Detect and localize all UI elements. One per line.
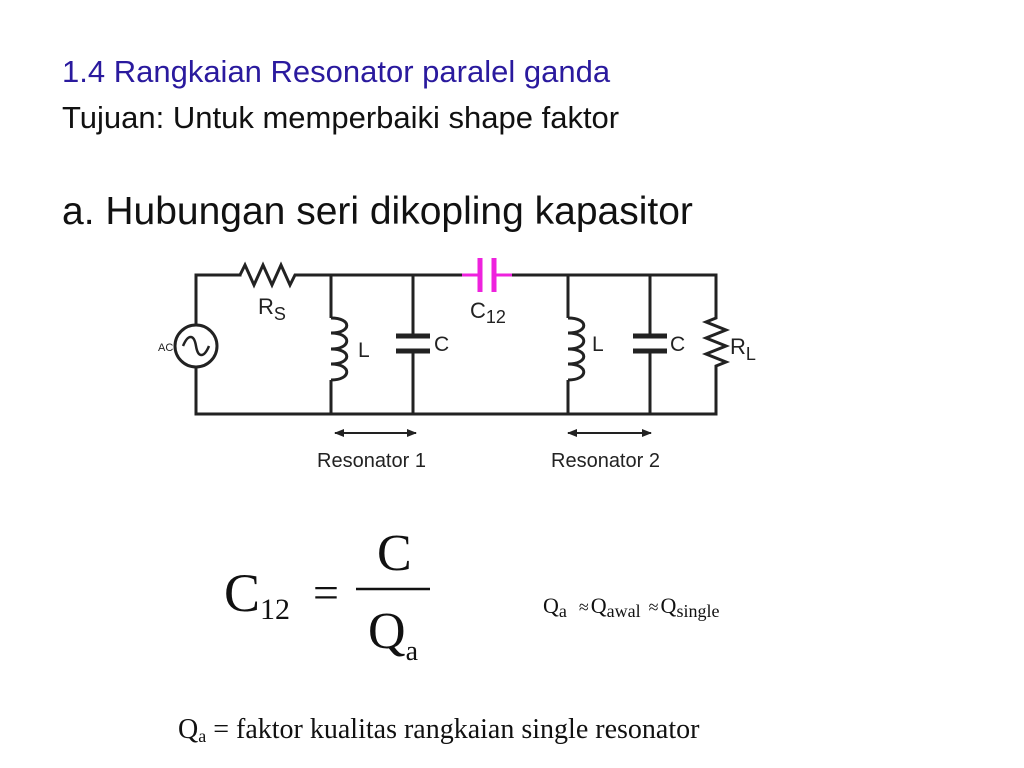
section-heading: a. Hubungan seri dikopling kapasitor bbox=[62, 190, 693, 233]
slide-subtitle: Tujuan: Untuk memperbaiki shape faktor bbox=[62, 100, 620, 135]
capacitor-1-label: C bbox=[434, 333, 449, 356]
c12-label: C12 bbox=[470, 298, 506, 327]
coupling-formula: C12 = C Qa bbox=[224, 525, 430, 667]
formula-equals: = bbox=[313, 567, 339, 618]
inductor-2-label: L bbox=[592, 333, 604, 356]
rl-label: RL bbox=[730, 334, 756, 364]
inductor-1-label: L bbox=[358, 339, 370, 362]
capacitor-2-label: C bbox=[670, 333, 685, 356]
formula-denominator: Qa bbox=[368, 603, 419, 667]
formula-lhs: C12 bbox=[224, 563, 290, 626]
resistor-rs-icon bbox=[238, 261, 300, 289]
resonator-1-label: Resonator 1 bbox=[317, 450, 426, 472]
resistor-rl-icon bbox=[701, 275, 731, 414]
q-approx-relation: Qa≈Qawal≈Qsingle bbox=[543, 593, 719, 621]
coupling-capacitor-icon bbox=[462, 258, 512, 292]
source-label: AC bbox=[158, 342, 173, 354]
resonator-2-label: Resonator 2 bbox=[551, 450, 660, 472]
rs-label: RS bbox=[258, 294, 286, 324]
inductor-1-icon bbox=[330, 316, 349, 382]
formula-numerator: C bbox=[377, 525, 412, 582]
ac-source-icon bbox=[173, 323, 219, 369]
qa-definition: Qa = faktor kualitas rangkaian single re… bbox=[178, 714, 700, 746]
inductor-2-icon bbox=[567, 316, 586, 382]
slide-title: 1.4 Rangkaian Resonator paralel ganda bbox=[62, 54, 611, 89]
